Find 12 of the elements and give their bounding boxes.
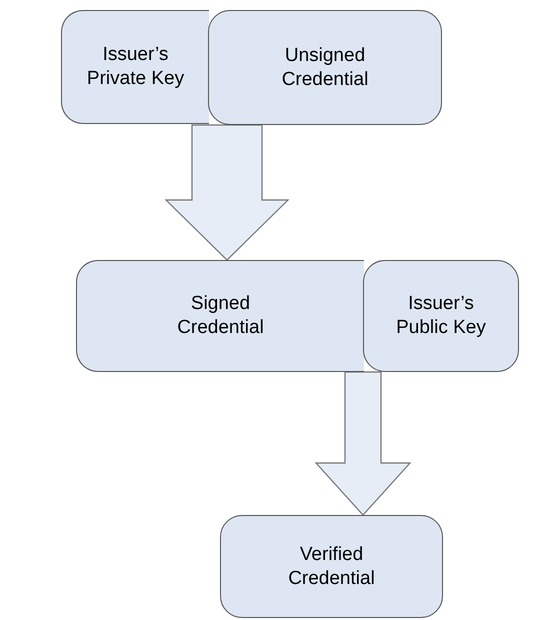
process-box <box>220 515 443 618</box>
process-box <box>208 10 442 125</box>
box-label: Unsigned Credential <box>280 44 370 92</box>
box-label: Issuer’s Public Key <box>395 292 487 340</box>
box-label: Issuer’s Private Key <box>86 43 186 91</box>
block-arrow <box>164 124 290 261</box>
process-box <box>363 260 519 372</box>
process-box <box>76 260 364 372</box>
process-box <box>61 10 209 124</box>
box-label: Verified Credential <box>287 542 376 590</box>
block-arrow <box>314 371 412 516</box>
box-label: Signed Credential <box>176 292 265 340</box>
